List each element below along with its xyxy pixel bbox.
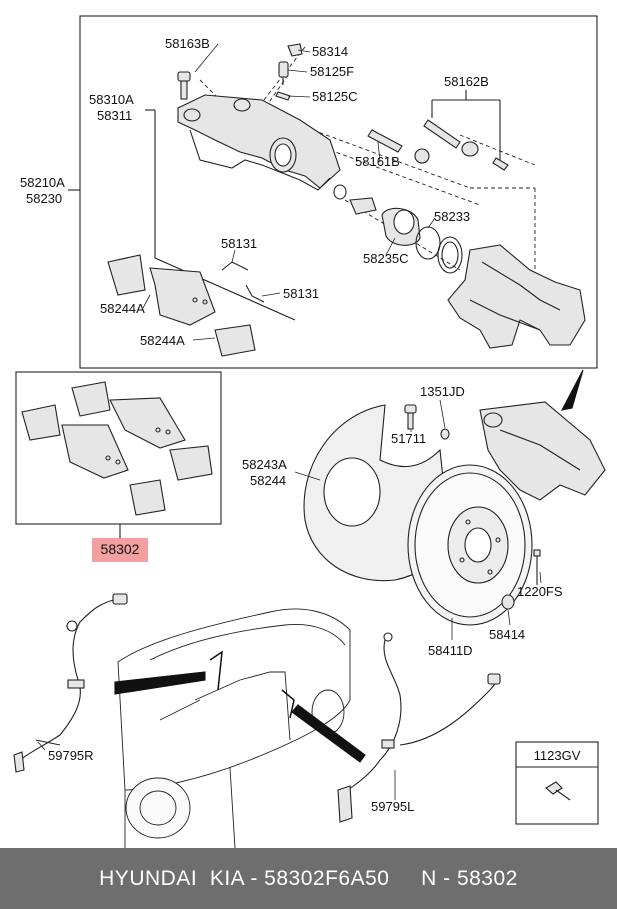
label-51711[interactable]: 51711 (391, 431, 427, 446)
label-58125C[interactable]: 58125C (312, 89, 358, 104)
label-58244[interactable]: 58244 (250, 473, 287, 488)
label-58125F[interactable]: 58125F (310, 64, 355, 79)
label-1351JD[interactable]: 1351JD (420, 384, 465, 399)
pad-kit-outline (15, 371, 222, 540)
label-58210A[interactable]: 58210A (20, 175, 65, 190)
label-59795L[interactable]: 59795L (371, 799, 415, 814)
label-58162B[interactable]: 58162B (444, 74, 489, 89)
label-1220FS[interactable]: 1220FS (517, 584, 563, 599)
label-58235C[interactable]: 58235C (363, 251, 409, 266)
label-58161B[interactable]: 58161B (355, 154, 400, 169)
label-58131-top[interactable]: 58131 (221, 236, 258, 251)
upper-pads (107, 254, 256, 357)
label-58230[interactable]: 58230 (26, 191, 63, 206)
leader-lines (37, 43, 542, 800)
caliper-housing (177, 94, 341, 191)
diagram-drawing (13, 15, 606, 848)
bracket-58162B (431, 90, 501, 160)
label-58411D[interactable]: 58411D (428, 643, 473, 658)
pad-clips (221, 261, 265, 303)
bleeder-parts (275, 43, 303, 101)
car-outline (117, 608, 351, 848)
label-58163B[interactable]: 58163B (165, 36, 210, 51)
label-58244A-top[interactable]: 58244A (100, 301, 145, 316)
bolt-58163B (177, 71, 191, 100)
label-58314[interactable]: 58314 (312, 44, 349, 59)
bolt-1123GV-box (515, 741, 599, 825)
label-58243A[interactable]: 58243A (242, 457, 287, 472)
label-58233[interactable]: 58233 (434, 209, 471, 224)
label-58131-bottom[interactable]: 58131 (283, 286, 320, 301)
parts-diagram: 58163B 58314 58125F 58125C 58162B 58310A… (13, 15, 606, 848)
label-58244A-bottom[interactable]: 58244A (140, 333, 185, 348)
small-hardware (404, 404, 450, 440)
caliper-kit-outline (68, 15, 598, 369)
carrier-bracket (447, 244, 586, 349)
footer-text: HYUNDAI KIA - 58302F6A50 N - 58302 (99, 866, 518, 890)
car-callouts (114, 650, 366, 763)
guide-pins (367, 119, 509, 171)
abs-sensor-left (337, 632, 501, 823)
label-58310A[interactable]: 58310A (89, 92, 134, 107)
part-number-footer: HYUNDAI KIA - 58302F6A50 N - 58302 (0, 848, 617, 909)
label-58311[interactable]: 58311 (97, 108, 133, 123)
label-1123GV[interactable]: 1123GV (533, 748, 581, 763)
label-58302-highlighted[interactable]: 58302 (92, 538, 148, 562)
disc-screw (501, 549, 541, 610)
brake-disc (407, 464, 533, 626)
label-58414[interactable]: 58414 (489, 627, 526, 642)
pad-kit-parts (21, 381, 213, 516)
label-59795R[interactable]: 59795R (48, 748, 94, 763)
assembled-caliper (479, 369, 606, 501)
piston-seals (333, 184, 463, 274)
abs-sensor-right (13, 593, 128, 773)
